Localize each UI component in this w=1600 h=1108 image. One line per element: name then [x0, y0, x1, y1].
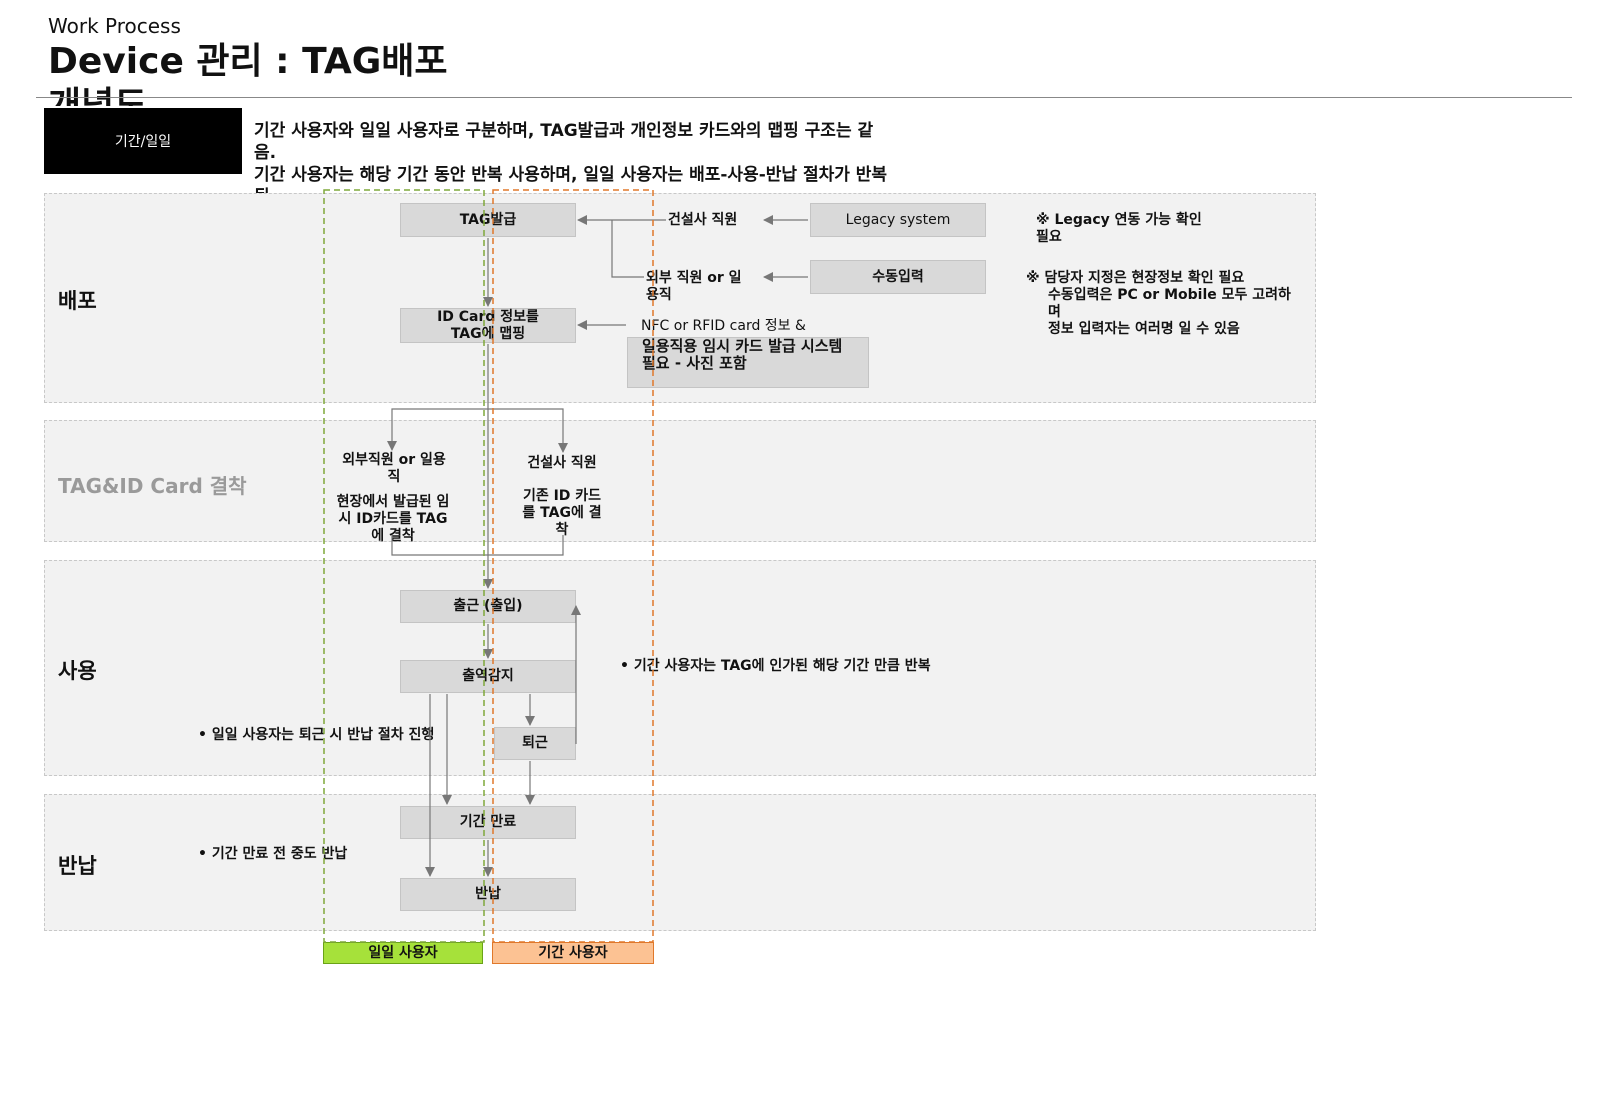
manager-note: ※ 담당자 지정은 현장정보 확인 필요 수동입력은 PC or Mobile …	[1026, 270, 1296, 338]
page-title: Device 관리 : TAG배포 개념도	[48, 41, 448, 106]
id-mapping-box: ID Card 정보를 TAG에 맵핑	[400, 308, 576, 343]
tab-period-daily[interactable]: 기간/일일	[44, 108, 242, 174]
return-box: 반납	[400, 878, 576, 911]
nfc-info-label: NFC or RFID card 정보 &	[641, 318, 806, 334]
legend-period-user: 기간 사용자	[492, 942, 654, 964]
attendance-detect-box: 출역감지	[400, 660, 576, 693]
builder-staff-label: 건설사 직원	[668, 212, 738, 228]
lane-label-return: 반납	[58, 854, 97, 878]
lane-use	[44, 560, 1316, 776]
lane-return	[44, 794, 1316, 931]
period-repeat-note: • 기간 사용자는 TAG에 인가된 해당 기간 만큼 반복	[620, 658, 931, 674]
legacy-system-box: Legacy system	[810, 203, 986, 237]
checkin-box: 출근 (출입)	[400, 590, 576, 623]
manual-input-box: 수동입력	[810, 260, 986, 294]
subtitle: Work Process	[48, 14, 181, 38]
period-expire-box: 기간 만료	[400, 806, 576, 839]
attach-outside-title: 외부직원 or 일용직	[342, 452, 446, 485]
early-return-note: • 기간 만료 전 중도 반납	[198, 846, 348, 862]
tag-issue-box: TAG발급	[400, 203, 576, 237]
attach-builder-desc: 기존 ID 카드를 TAG에 결착	[522, 488, 602, 538]
header-divider	[36, 97, 1572, 98]
attach-outside-desc: 현장에서 발급된 임시 ID카드를 TAG에 결착	[336, 494, 450, 544]
manager-note-line-1: ※ 담당자 지정은 현장정보 확인 필요	[1026, 270, 1245, 286]
temp-card-system-box: 일용직용 임시 카드 발급 시스템 필요 - 사진 포함	[627, 337, 869, 388]
outside-staff-label: 외부 직원 or 일용직	[646, 270, 742, 303]
intro-line-1: 기간 사용자와 일일 사용자로 구분하며, TAG발급과 개인정보 카드와의 맵…	[254, 121, 874, 163]
manager-note-line-3: 정보 입력자는 여러명 일 수 있음	[1048, 321, 1240, 337]
daily-return-note: • 일일 사용자는 퇴근 시 반납 절차 진행	[198, 727, 435, 743]
lane-label-use: 사용	[58, 659, 97, 683]
legend-daily-user: 일일 사용자	[323, 942, 483, 964]
lane-label-distribution: 배포	[58, 289, 97, 313]
lane-label-attach: TAG&ID Card 결착	[58, 474, 247, 498]
checkout-box: 퇴근	[494, 727, 576, 760]
legacy-note: ※ Legacy 연동 가능 확인 필요	[1036, 212, 1202, 245]
attach-builder-title: 건설사 직원	[527, 455, 597, 471]
manager-note-line-2: 수동입력은 PC or Mobile 모두 고려하며	[1048, 287, 1291, 320]
lane-attach	[44, 420, 1316, 542]
